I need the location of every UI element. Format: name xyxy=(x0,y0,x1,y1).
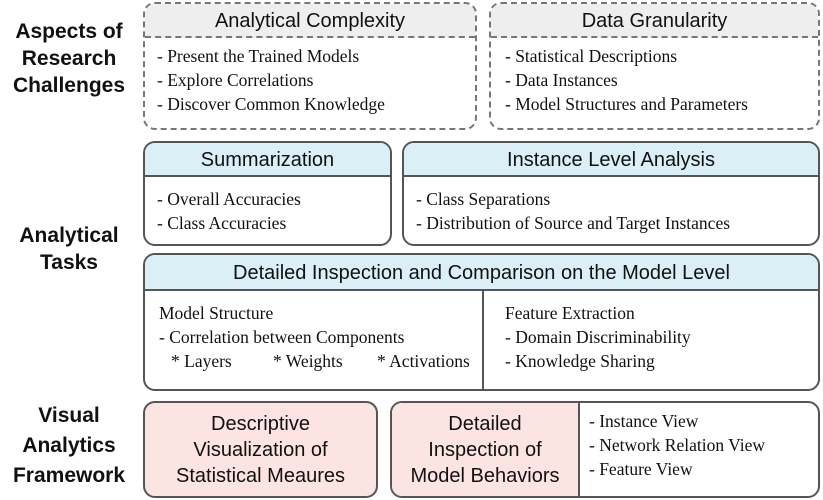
detailed-line: Detailed xyxy=(448,413,522,435)
model-structure-heading: Model Structure xyxy=(159,303,274,323)
model-structure-panel: Model Structure - Correlation between Co… xyxy=(159,301,470,373)
detailed-inspection-box: Detailed Inspection of Model Behaviors -… xyxy=(390,401,820,498)
data-granularity-title: Data Granularity xyxy=(491,4,818,38)
feature-extraction-heading: Feature Extraction xyxy=(505,303,635,323)
feature-extraction-panel: Feature Extraction - Domain Discriminabi… xyxy=(505,301,691,373)
framework-label-line: Analytics xyxy=(22,434,116,457)
research-label-line: Aspects of xyxy=(15,20,123,43)
list-item: - Data Instances xyxy=(505,70,618,90)
summarization-list: - Overall Accuracies - Class Accuracies xyxy=(145,177,390,235)
detailed-line: Model Behaviors xyxy=(410,465,560,487)
list-item: - Class Separations xyxy=(416,189,551,209)
list-item: - Model Structures and Parameters xyxy=(505,94,748,114)
model-level-title: Detailed Inspection and Comparison on th… xyxy=(145,255,818,291)
data-granularity-box: Data Granularity - Statistical Descripti… xyxy=(489,2,820,130)
list-item: - Class Accuracies xyxy=(157,213,287,233)
framework-label-line: Framework xyxy=(12,464,126,487)
list-item: - Overall Accuracies xyxy=(157,189,301,209)
descriptive-line: Statistical Meaures xyxy=(176,465,345,487)
section-label-tasks: Analytical Tasks xyxy=(0,222,138,276)
list-item: - Knowledge Sharing xyxy=(505,351,655,371)
sub-item-activations: * Activations xyxy=(377,351,470,371)
list-item: - Distribution of Source and Target Inst… xyxy=(416,213,731,233)
summarization-box: Summarization - Overall Accuracies - Cla… xyxy=(143,141,392,246)
model-level-divider xyxy=(482,291,484,389)
detailed-inspection-panel: Detailed Inspection of Model Behaviors xyxy=(392,403,580,496)
instance-level-title: Instance Level Analysis xyxy=(404,143,818,177)
section-label-research: Aspects of Research Challenges xyxy=(0,18,138,99)
model-level-body: Model Structure - Correlation between Co… xyxy=(145,291,818,389)
views-list: - Instance View - Network Relation View … xyxy=(589,409,765,481)
tasks-label-line: Analytical xyxy=(19,224,119,247)
descriptive-line: Descriptive xyxy=(211,413,310,435)
list-item: - Explore Correlations xyxy=(157,70,314,90)
tasks-label-line: Tasks xyxy=(40,251,98,274)
list-item: - Instance View xyxy=(589,411,699,431)
descriptive-visualization-box: Descriptive Visualization of Statistical… xyxy=(143,401,378,498)
list-item: - Correlation between Components xyxy=(159,327,405,347)
analytical-complexity-title: Analytical Complexity xyxy=(145,4,475,38)
list-item: - Network Relation View xyxy=(589,435,766,455)
model-level-box: Detailed Inspection and Comparison on th… xyxy=(143,253,820,391)
detailed-inspection-text: Detailed Inspection of Model Behaviors xyxy=(392,403,578,489)
instance-level-box: Instance Level Analysis - Class Separati… xyxy=(402,141,820,246)
summarization-title: Summarization xyxy=(145,143,390,177)
descriptive-line: Visualization of xyxy=(193,439,328,461)
research-label-line: Challenges xyxy=(12,74,126,97)
list-item: - Present the Trained Models xyxy=(157,46,360,66)
analytical-complexity-list: - Present the Trained Models - Explore C… xyxy=(145,38,475,116)
detailed-line: Inspection of xyxy=(428,439,542,461)
component-subitems: * Layers * Weights * Activations xyxy=(159,349,470,373)
list-item: - Feature View xyxy=(589,459,693,479)
framework-label-line: Visual xyxy=(38,404,100,427)
data-granularity-list: - Statistical Descriptions - Data Instan… xyxy=(491,38,818,116)
instance-level-list: - Class Separations - Distribution of So… xyxy=(404,177,818,235)
section-label-framework: Visual Analytics Framework xyxy=(0,401,138,491)
list-item: - Statistical Descriptions xyxy=(505,46,678,66)
analytical-complexity-box: Analytical Complexity - Present the Trai… xyxy=(143,2,477,130)
sub-item-layers: * Layers xyxy=(171,351,232,371)
list-item: - Domain Discriminability xyxy=(505,327,691,347)
research-label-line: Research xyxy=(21,47,117,70)
sub-item-weights: * Weights xyxy=(273,351,343,371)
descriptive-visualization-text: Descriptive Visualization of Statistical… xyxy=(145,403,376,489)
list-item: - Discover Common Knowledge xyxy=(157,94,385,114)
